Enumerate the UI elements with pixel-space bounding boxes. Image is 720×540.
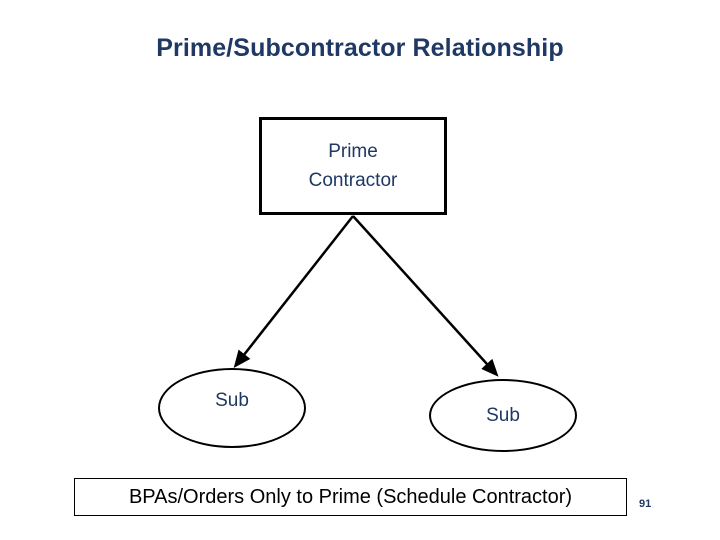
node-prime-contractor-label-line1: Prime [328,141,378,162]
node-prime-contractor-label-line2: Contractor [308,170,398,191]
connector-prime-to-sub-left [233,215,354,368]
node-sub-left-label: Sub [215,390,249,411]
node-prime-contractor[interactable]: Prime Contractor [259,117,447,215]
node-sub-left[interactable]: Sub [158,368,306,448]
page-title: Prime/Subcontractor Relationship [156,34,564,62]
connector-prime-to-sub-right [352,215,499,377]
page-number: 91 [639,498,652,510]
footer-note-text: BPAs/Orders Only to Prime (Schedule Cont… [128,485,573,508]
node-sub-right[interactable]: Sub [429,379,577,452]
footer-note-box: BPAs/Orders Only to Prime (Schedule Cont… [74,478,627,516]
node-sub-right-label: Sub [486,405,520,426]
